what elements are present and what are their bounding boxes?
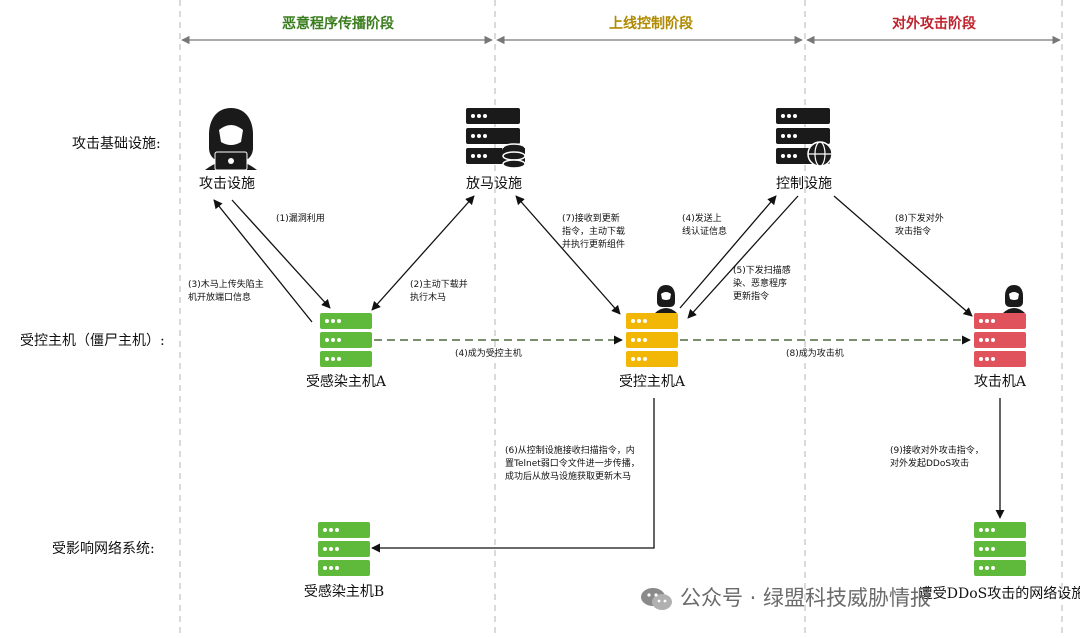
- hacker-small-icon: [655, 285, 677, 313]
- step-6-line2: 置Telnet弱口令文件进一步传播，: [505, 457, 640, 469]
- node-attack-infra: 攻击设施: [199, 176, 255, 192]
- row-label-affected: 受影响网络系统:: [52, 541, 155, 557]
- step-2-line1: (2)主动下载并: [410, 278, 468, 290]
- server-icon-green: [320, 313, 372, 367]
- node-control-infra: 控制设施: [776, 176, 832, 192]
- wechat-icon: [641, 588, 672, 610]
- row-label-bot: 受控主机（僵尸主机）:: [20, 333, 165, 349]
- node-infected-b: 受感染主机B: [304, 583, 384, 600]
- step-7-line2: 指令，主动下载: [562, 225, 625, 237]
- step-6-line3: 成功后从放马设施获取更新木马: [505, 470, 631, 482]
- hacker-icon: [205, 108, 257, 171]
- step-5-line2: 染、恶意程序: [733, 277, 787, 289]
- flow-arrows: [213, 195, 1005, 553]
- step-1: (1)漏洞利用: [276, 212, 325, 224]
- step-7-line3: 并执行更新组件: [562, 238, 625, 250]
- watermark: 公众号 · 绿盟科技威胁情报: [640, 582, 931, 612]
- phase-title-control: 上线控制阶段: [609, 15, 693, 32]
- step-4-line2: 线认证信息: [682, 225, 727, 237]
- phase-title-spread: 恶意程序传播阶段: [282, 15, 394, 32]
- step-5-line1: (5)下发扫描感: [733, 264, 791, 276]
- step-8-mid: (8)成为攻击机: [786, 347, 844, 359]
- node-payload-infra: 放马设施: [466, 176, 522, 192]
- phase-dividers: [179, 0, 1063, 638]
- node-infected-a: 受感染主机A: [306, 373, 387, 390]
- row-label-infra: 攻击基础设施:: [72, 135, 161, 152]
- step-8-top-line1: (8)下发对外: [895, 212, 944, 224]
- step-3-line2: 机开放端口信息: [188, 291, 251, 303]
- step-6-line1: (6)从控制设施接收扫描指令，内: [505, 444, 635, 456]
- step-9-line2: 对外发起DDoS攻击: [890, 457, 969, 469]
- server-icon-green: [974, 522, 1026, 576]
- step-4-line1: (4)发送上: [682, 212, 722, 224]
- step-7-line1: (7)接收到更新: [562, 212, 620, 224]
- step-4-left: (4)成为受控主机: [455, 347, 522, 359]
- watermark-text: 公众号 · 绿盟科技威胁情报: [680, 586, 932, 610]
- server-icon-green: [318, 522, 370, 576]
- step-5-line3: 更新指令: [733, 290, 769, 302]
- step-3-line1: (3)木马上传失陷主: [188, 278, 264, 290]
- server-icon-yellow: [626, 313, 678, 367]
- node-attacker-a: 攻击机A: [974, 374, 1027, 390]
- step-9-line1: (9)接收对外攻击指令，: [890, 444, 984, 456]
- server-database-icon: [466, 108, 526, 169]
- phase-title-attack: 对外攻击阶段: [892, 15, 976, 32]
- server-icon-red: [974, 313, 1026, 367]
- node-controlled-a: 受控主机A: [619, 374, 686, 390]
- step-2-line2: 执行木马: [410, 291, 446, 303]
- node-victim: 遭受DDoS攻击的网络设施: [919, 586, 1080, 602]
- server-globe-icon: [776, 108, 833, 167]
- step-8-top-line2: 攻击指令: [895, 225, 931, 237]
- hacker-small-icon: [1003, 285, 1025, 313]
